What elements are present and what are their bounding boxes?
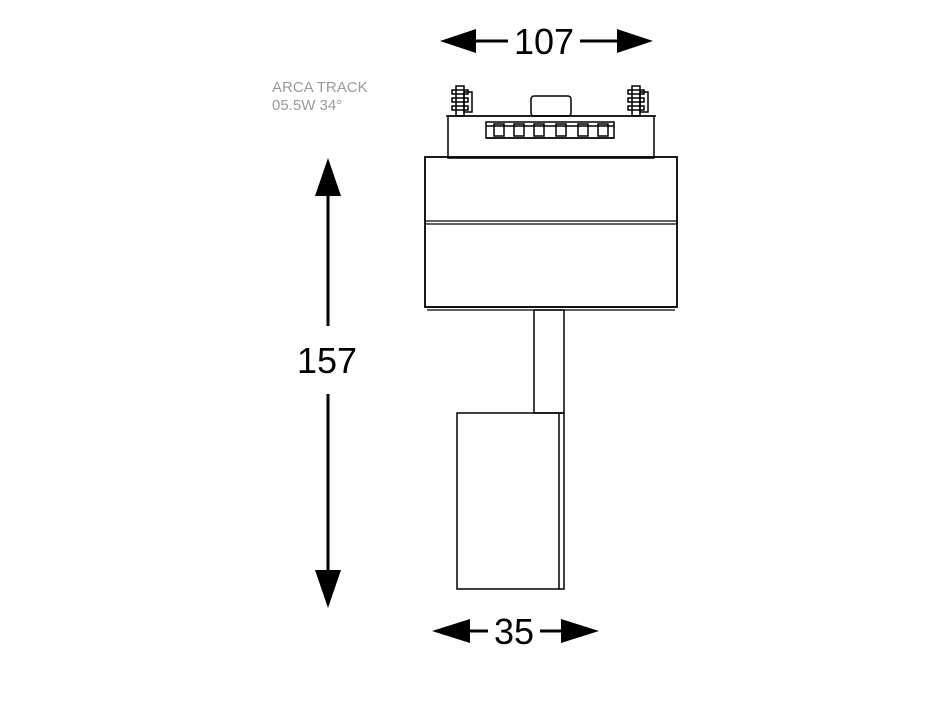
head-width-arrow-left [432, 619, 470, 643]
head-width-label: 35 [494, 611, 534, 652]
height-dimension: 157 [297, 158, 357, 608]
product-spec: 05.5W 34° [272, 97, 343, 114]
product-name: ARCA TRACK [272, 79, 368, 96]
left-clip [451, 85, 473, 117]
width-dimension: 107 [440, 21, 653, 62]
lamp-head [456, 412, 565, 590]
driver-box [424, 156, 678, 308]
height-label: 157 [297, 340, 357, 381]
width-label: 107 [514, 21, 574, 62]
head-width-arrow-right [561, 619, 599, 643]
height-arrow-top [315, 158, 341, 196]
stem [533, 309, 565, 414]
head-width-dimension: 35 [432, 611, 599, 652]
height-arrow-bottom [315, 570, 341, 608]
track-adapter [446, 85, 656, 159]
width-arrow-left [440, 29, 476, 53]
right-clip [627, 85, 649, 117]
driver-housing [424, 156, 678, 311]
width-arrow-right [617, 29, 653, 53]
adapter-top-tab [530, 95, 572, 117]
adapter-contacts [485, 121, 615, 139]
